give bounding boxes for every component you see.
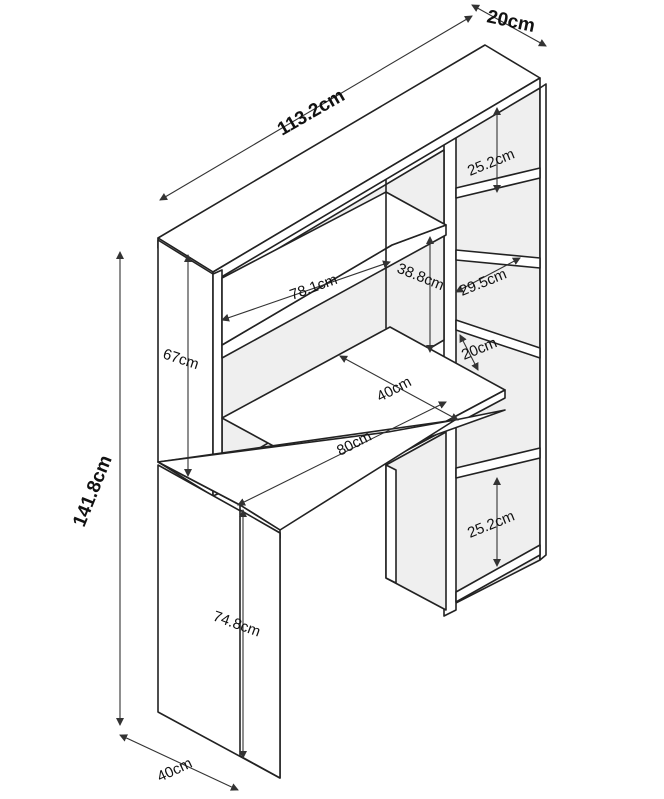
bookcase-right-side — [539, 83, 547, 561]
shelf-4 — [455, 447, 541, 479]
desk-middle-leg-front — [385, 464, 397, 584]
dim-depth-top-line — [471, 4, 547, 47]
shelf-5 — [455, 544, 541, 603]
desk-left-leg-edge — [239, 509, 281, 779]
label-desk-depth: 40cm — [155, 755, 195, 786]
dim-hutch-shelf-line — [221, 260, 391, 322]
shelf-3 — [455, 319, 541, 359]
dim-shelf-small-line — [459, 334, 479, 371]
dim-width-total-line — [159, 15, 473, 201]
dim-pullout-depth-line — [339, 355, 459, 421]
dimension-lines — [116, 4, 547, 791]
label-height-total: 141.8cm — [69, 452, 117, 529]
dim-desk-depth-line — [119, 734, 239, 791]
dim-shelf-mid-line — [455, 257, 521, 293]
label-depth-top: 20cm — [485, 6, 537, 37]
